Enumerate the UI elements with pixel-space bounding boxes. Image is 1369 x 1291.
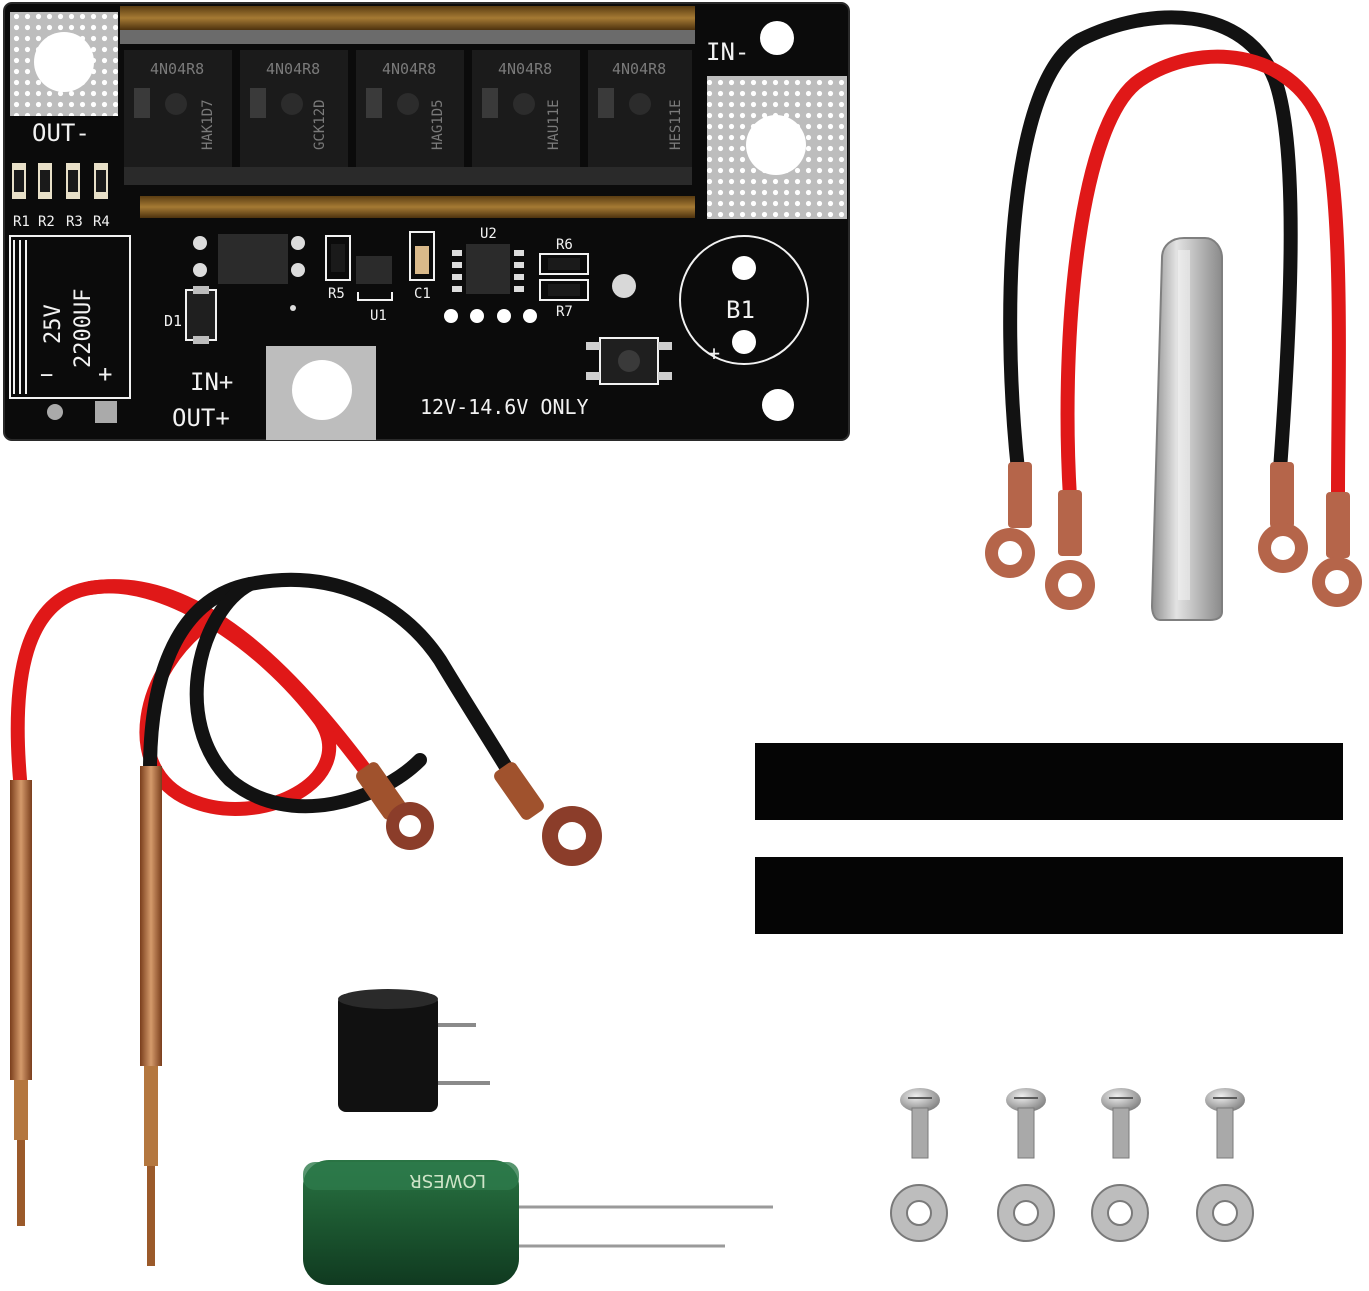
nuts — [890, 1184, 1254, 1242]
b1-label: B1 — [726, 296, 755, 324]
capacitor-brand-label: LOWESR — [409, 1170, 486, 1191]
mosfet-part-label: 4N04R8 — [150, 60, 204, 78]
r2-label: R2 — [38, 214, 55, 230]
b1-plus-label: + — [708, 341, 720, 365]
out-plus-mount-hole — [292, 360, 352, 420]
insulation-strip — [755, 743, 1343, 820]
mosfet-code-label: HAK1D7 — [200, 99, 216, 150]
screw — [1101, 1088, 1141, 1159]
tactile-switch — [586, 337, 672, 385]
r7-resistor — [539, 279, 589, 301]
c1-capacitor — [409, 231, 435, 281]
screw — [1205, 1088, 1245, 1159]
solder-pad — [47, 404, 63, 420]
bottom-copper-bar — [140, 196, 695, 218]
r7-label: R7 — [556, 304, 573, 320]
r6-label: R6 — [556, 237, 573, 253]
capacitor-minus-label: − — [40, 363, 53, 388]
r4-label: R4 — [93, 214, 110, 230]
capacitor-plus-label: + — [98, 360, 112, 388]
mosfet-part-label: 4N04R8 — [382, 60, 436, 78]
mosfet-code-label: HAG1D5 — [430, 99, 446, 150]
u1-chip — [356, 256, 392, 284]
resistor-group-r1-r4 — [12, 163, 108, 199]
b1-buzzer-footprint — [679, 235, 809, 365]
screws — [900, 1088, 1245, 1159]
c1-label: C1 — [414, 286, 431, 302]
nickel-strip-roll — [1150, 237, 1223, 621]
electrolytic-capacitor: LOWESR — [303, 1160, 773, 1285]
in-minus-label: IN- — [706, 38, 749, 66]
battery-connection-cables — [985, 10, 1362, 610]
black-welding-pen — [140, 766, 162, 1066]
u2-label: U2 — [480, 226, 497, 242]
top-copper-bar — [120, 6, 695, 30]
d1-label: D1 — [164, 312, 182, 330]
mosfet-code-label: GCK12D — [312, 99, 328, 150]
out-minus-mount-hole — [34, 32, 94, 92]
welding-pen-cables — [10, 572, 602, 1266]
u1-label: U1 — [370, 308, 387, 324]
black-pen-cable — [143, 572, 527, 797]
mount-hole — [762, 389, 794, 421]
r6-resistor — [539, 253, 589, 275]
capacitor-voltage-label: 25V — [41, 304, 66, 344]
red-welding-pen — [10, 780, 32, 1080]
mosfet-part-label: 4N04R8 — [266, 60, 320, 78]
mosfet-row: 4N04R8 4N04R8 4N04R8 4N04R8 4N04R8 HAK1D… — [124, 50, 692, 185]
r5-resistor — [325, 235, 351, 281]
out-plus-label: OUT+ — [172, 404, 230, 432]
r1-label: R1 — [13, 214, 30, 230]
voltage-note-label: 12V-14.6V ONLY — [420, 395, 589, 419]
capacitor-capacitance-label: 2200UF — [71, 289, 96, 368]
d1-diode — [185, 289, 217, 341]
u2-chip — [444, 244, 537, 323]
spot-welder-pcb: 4N04R8 4N04R8 4N04R8 4N04R8 4N04R8 HAK1D… — [3, 2, 850, 441]
in-minus-mount-hole — [746, 115, 806, 175]
mosfet-code-label: HAU11E — [546, 99, 562, 150]
mosfet-part-label: 4N04R8 — [498, 60, 552, 78]
r5-label: R5 — [328, 286, 345, 302]
in-plus-label: IN+ — [190, 368, 233, 396]
regulator-chip — [193, 234, 305, 311]
capacitor-footprint — [9, 235, 131, 399]
mount-hole — [760, 21, 794, 55]
screw — [900, 1088, 940, 1159]
insulation-strip — [755, 857, 1343, 934]
black-cable — [1003, 10, 1298, 477]
r3-label: R3 — [66, 214, 83, 230]
screw — [1006, 1088, 1046, 1159]
mosfet-code-label: HES11E — [668, 99, 684, 150]
red-cable — [1060, 49, 1346, 505]
solder-pad — [95, 401, 117, 423]
mosfet-part-label: 4N04R8 — [612, 60, 666, 78]
out-minus-label: OUT- — [32, 119, 90, 147]
buzzer — [338, 989, 490, 1112]
status-led — [612, 274, 636, 298]
